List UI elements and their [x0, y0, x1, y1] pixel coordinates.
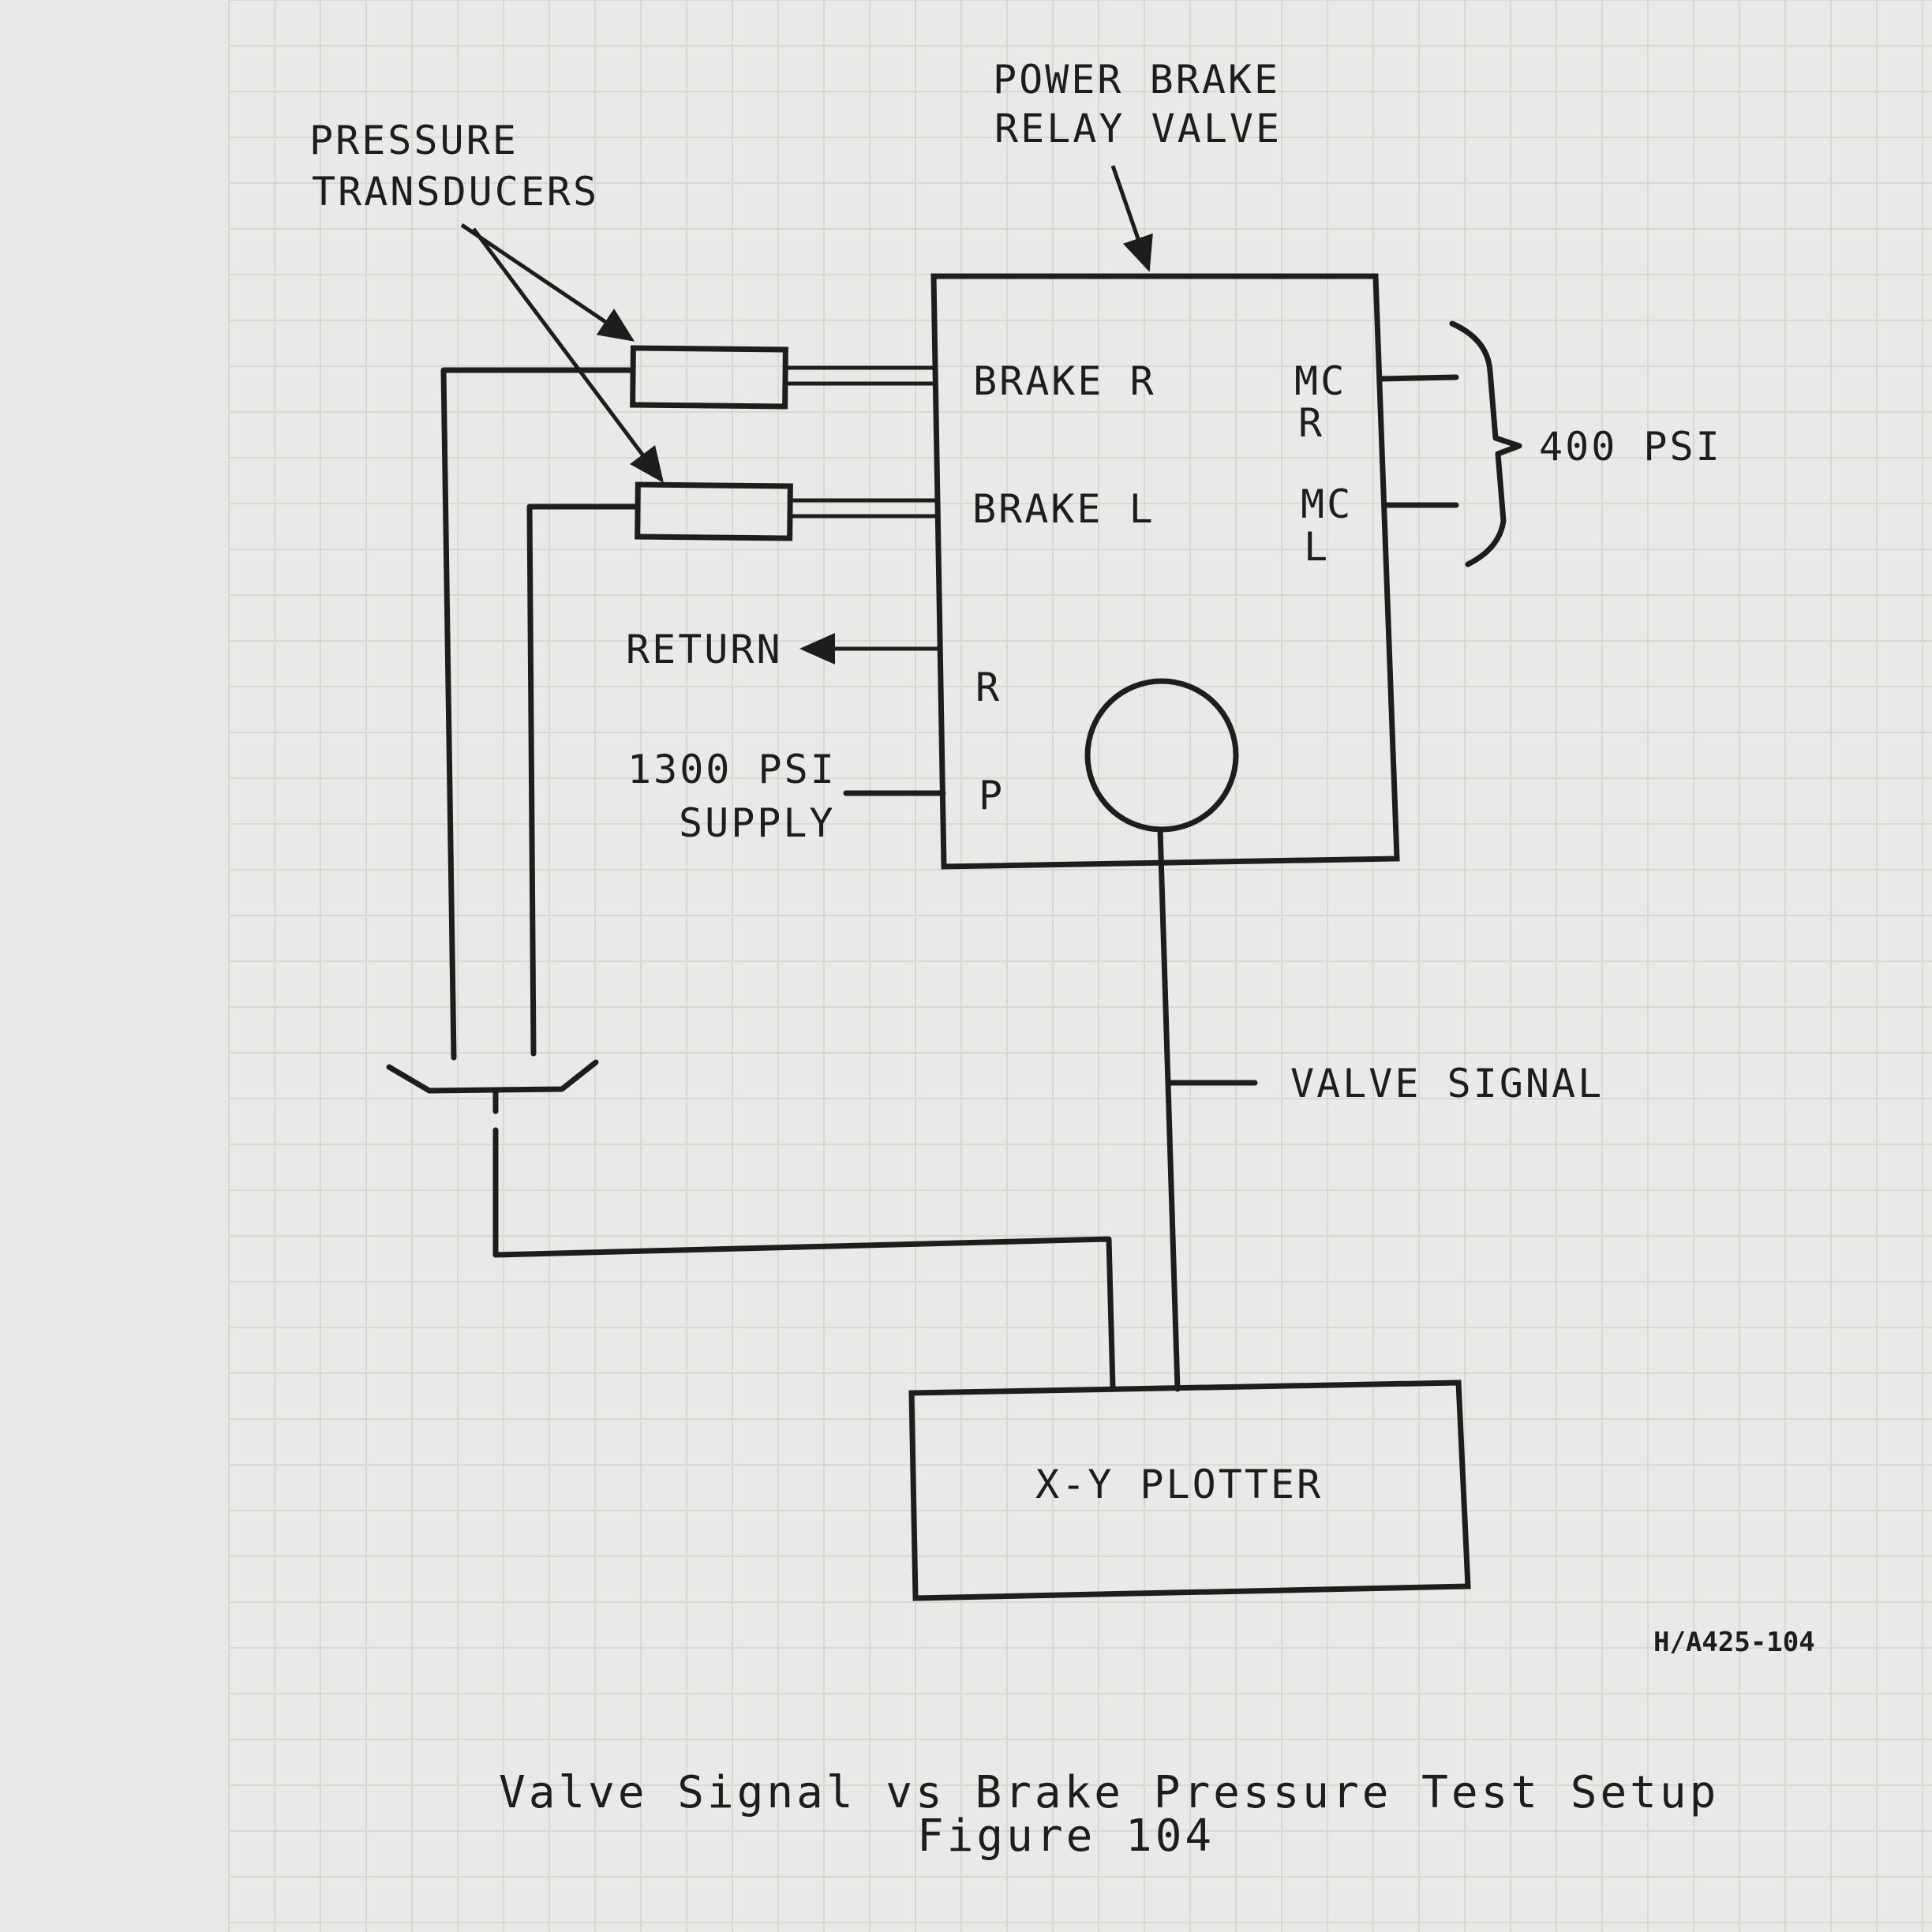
xy-plotter-box: [908, 1380, 1471, 1601]
caption-title: Valve Signal vs Brake Pressure Test Setu…: [499, 1767, 1719, 1818]
label-transducers-2: TRANSDUCERS: [312, 169, 599, 215]
pressure-signal-wire: [492, 1127, 1116, 1391]
transducer-l-wire: [526, 504, 641, 1057]
relay-valve-box: [930, 273, 1400, 870]
leader-arrow-valve: [1110, 165, 1153, 272]
label-400-psi: 400 PSI: [1539, 424, 1722, 470]
label-drawing-number: H/A425-104: [1653, 1627, 1815, 1658]
label-port-p: P: [979, 773, 1005, 818]
label-plotter: X-Y PLOTTER: [1035, 1462, 1323, 1507]
label-power-brake-1: POWER BRAKE: [993, 57, 1280, 103]
caption-figure: Figure 104: [917, 1810, 1215, 1862]
label-mc-r-1: MC: [1294, 358, 1346, 404]
label-mc-l-2: L: [1304, 524, 1330, 570]
leader-arrow-l: [471, 227, 664, 484]
mc-r-line: [1376, 374, 1459, 382]
label-return: RETURN: [626, 627, 783, 672]
label-brake-l: BRAKE L: [972, 486, 1155, 532]
label-supply-1: 1300 PSI: [627, 747, 837, 792]
psi-brace: [1449, 320, 1522, 567]
transducer-left: [635, 481, 793, 541]
graph-paper-grid: [228, 0, 1932, 1932]
leader-arrow-r: [460, 223, 635, 342]
label-mc-r-2: R: [1298, 400, 1324, 446]
label-supply-2: SUPPLY: [679, 800, 836, 846]
label-power-brake-2: RELAY VALVE: [994, 106, 1282, 152]
label-mc-l-1: MC: [1301, 481, 1353, 527]
valve-signal-wire: [1157, 826, 1181, 1392]
label-transducers-1: PRESSURE: [309, 118, 519, 163]
transducer-right: [630, 345, 788, 410]
label-brake-r: BRAKE R: [973, 358, 1156, 404]
valve-signal-gauge: [1084, 678, 1239, 833]
transducer-r-wire: [440, 367, 636, 1061]
label-port-r: R: [975, 665, 1002, 710]
label-valve-signal: VALVE SIGNAL: [1290, 1061, 1604, 1106]
wire-connector: [386, 1059, 599, 1094]
